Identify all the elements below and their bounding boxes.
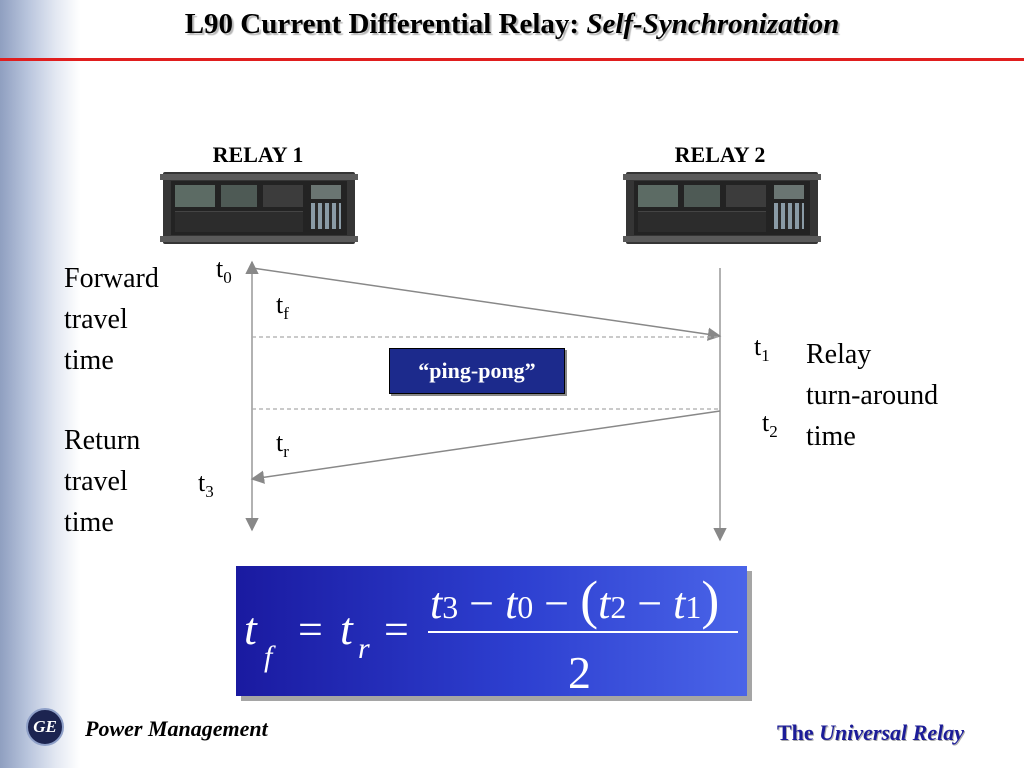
numerator-subscript: 0: [517, 589, 533, 625]
formula-tr: t: [340, 603, 354, 654]
formula-numerator: t3 − t0 − (t2 − t1): [430, 570, 719, 630]
footer-power-management: Power Management: [85, 716, 268, 741]
numerator-operator: −: [626, 579, 673, 628]
numerator-subscript: 2: [610, 589, 626, 625]
slide-title: L90 Current Differential Relay: Self-Syn…: [0, 8, 1024, 41]
formula-eq-1: =: [298, 605, 323, 654]
ge-logo-icon: GE: [26, 708, 64, 746]
forward-travel-label: Forward travel time: [64, 263, 159, 376]
formula-tr-sub: r: [358, 632, 370, 665]
title-emphasis: Self-Synchronization: [586, 8, 840, 40]
relay-1-label: RELAY 1: [212, 142, 304, 167]
numerator-term: t: [673, 579, 687, 628]
numerator-term: t: [505, 579, 519, 628]
numerator-subscript: 3: [442, 589, 458, 625]
time-label-t2: t2: [762, 408, 778, 442]
ping-pong-label: “ping-pong”: [389, 348, 565, 394]
return-message-arrow: [250, 410, 721, 484]
relay-2-device-icon: [623, 172, 821, 244]
relay-2-label: RELAY 2: [674, 142, 766, 167]
turnaround-time-label: Relay turn-around time: [806, 339, 939, 452]
formula-equation: t f = t r = t3 − t0 − (t2 − t1) 2: [244, 570, 738, 698]
numerator-paren: (: [580, 570, 598, 630]
decorative-left-band: [0, 0, 80, 768]
footer-universal-relay: The Universal Relay: [776, 720, 964, 745]
numerator-term: t: [430, 579, 444, 628]
title-divider: [0, 58, 1024, 61]
numerator-paren: ): [701, 570, 719, 630]
time-label-t0: t0: [216, 254, 232, 288]
formula-eq-2: =: [384, 605, 409, 654]
numerator-operator: −: [533, 579, 580, 628]
numerator-subscript: 1: [685, 589, 701, 625]
formula-box: t f = t r = t3 − t0 − (t2 − t1) 2: [236, 566, 747, 698]
time-label-tf: tf: [276, 290, 289, 324]
time-label-t1: t1: [754, 332, 770, 366]
numerator-operator: −: [458, 579, 505, 628]
formula-tf: t: [244, 603, 258, 654]
relay-1-device-icon: [160, 172, 358, 244]
formula-denominator: 2: [568, 647, 591, 696]
return-travel-label: Return travel time: [64, 425, 141, 538]
forward-message-arrow: [251, 267, 722, 341]
time-label-tr: tr: [276, 428, 289, 462]
formula-tf-sub: f: [264, 640, 276, 673]
time-label-t3: t3: [198, 468, 214, 502]
title-main: L90 Current Differential Relay:: [184, 8, 587, 40]
numerator-term: t: [598, 579, 612, 628]
